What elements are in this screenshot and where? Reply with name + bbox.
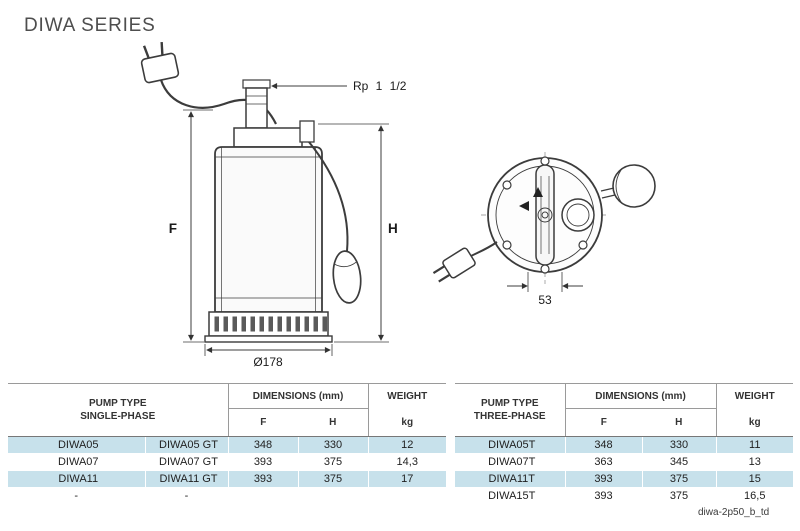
dim-f-cell: 393 <box>564 470 642 488</box>
pump-model-gt-cell: DIWA11 GT <box>144 470 228 488</box>
dim-f-cell: 393 <box>227 453 298 471</box>
pump-model-gt-cell: - <box>144 487 228 505</box>
float-top-view <box>600 164 656 208</box>
table-row: DIWA07T 363 345 13 <box>455 453 793 471</box>
bolts <box>502 156 588 274</box>
handle-top <box>535 164 555 266</box>
weight-header: WEIGHT <box>387 390 428 402</box>
dim-h-cell: 375 <box>297 453 368 471</box>
weight-cell: 15 <box>715 470 793 488</box>
dim-h-cell: 375 <box>641 470 716 488</box>
pump-body <box>214 146 323 313</box>
pump-side-view: F H Rp 1 1/2 Ø178 <box>140 42 407 369</box>
weight-cell <box>367 487 446 505</box>
col-h-header: H <box>298 408 368 437</box>
dim-f-cell: 393 <box>564 487 642 505</box>
document-code: diwa-2p50_b_td <box>698 507 770 518</box>
table-row: DIWA05T 348 330 11 <box>455 436 793 454</box>
pump-cap <box>233 127 303 148</box>
dimension-diameter: Ø178 <box>204 344 333 369</box>
weight-cell: 16,5 <box>715 487 793 505</box>
float-switch <box>332 250 362 304</box>
float-cable <box>308 141 349 252</box>
dimension-53: 53 <box>507 272 583 307</box>
page-title: DIWA SERIES <box>24 15 156 36</box>
dimension-f: F <box>169 109 213 343</box>
pump-base <box>204 335 333 343</box>
pump-model-gt-cell: DIWA07 GT <box>144 453 228 471</box>
pump-model-cell: DIWA15T <box>455 487 565 505</box>
pump-type-header-cell: PUMP TYPE THREE-PHASE <box>455 383 565 437</box>
pump-top-view: 53 <box>432 152 656 307</box>
dim-f-cell <box>227 487 298 505</box>
flow-arrows <box>519 187 543 211</box>
dimension-rp: Rp 1 1/2 <box>271 79 407 93</box>
table-row: DIWA11T 393 375 15 <box>455 470 793 488</box>
subheader-row: F H kg <box>455 408 793 437</box>
table-row: - - <box>8 487 446 505</box>
diameter-label: Ø178 <box>253 355 283 369</box>
dim-h-cell <box>297 487 368 505</box>
subheader-row: F H kg <box>8 408 446 437</box>
discharge-fitting <box>242 79 271 89</box>
dim-h-cell: 330 <box>641 436 716 454</box>
dimensions-header: DIMENSIONS (mm) <box>564 383 717 409</box>
pump-model-cell: DIWA11T <box>455 470 565 488</box>
weight-cell: 12 <box>367 436 446 454</box>
dimensions-header: DIMENSIONS (mm) <box>227 383 369 409</box>
pump-model-cell: DIWA11 <box>8 470 145 488</box>
technical-drawings: F H Rp 1 1/2 Ø178 <box>140 42 656 369</box>
col-f-header: F <box>227 408 298 437</box>
pump-model-cell: DIWA05 <box>8 436 145 454</box>
power-cord-top <box>470 241 498 257</box>
cable-gland <box>299 120 315 143</box>
discharge-pipe <box>245 87 268 129</box>
dim-h-cell: 345 <box>641 453 716 471</box>
pump-type-label: PUMP TYPE <box>480 398 539 409</box>
table-row: DIWA05 DIWA05 GT 348 330 12 <box>8 436 446 454</box>
col-kg-header: kg <box>367 408 446 437</box>
weight-cell: 17 <box>367 470 446 488</box>
pump-model-gt-cell: DIWA05 GT <box>144 436 228 454</box>
dimension-h: H <box>318 123 398 343</box>
group-header-row: PUMP TYPE THREE-PHASE DIMENSIONS (mm) WE… <box>455 383 793 437</box>
spec-tables: PUMP TYPE SINGLE-PHASE DIMENSIONS (mm) W… <box>8 383 793 505</box>
power-plug-top <box>432 247 476 283</box>
dim-h-cell: 330 <box>297 436 368 454</box>
phase-label: SINGLE-PHASE <box>80 411 156 422</box>
col-kg-header: kg <box>715 408 793 437</box>
table-row: DIWA11 DIWA11 GT 393 375 17 <box>8 470 446 488</box>
dim-f-cell: 393 <box>227 470 298 488</box>
pump-model-cell: DIWA05T <box>455 436 565 454</box>
three-phase-table: PUMP TYPE THREE-PHASE DIMENSIONS (mm) WE… <box>455 383 793 505</box>
table-row: DIWA07 DIWA07 GT 393 375 14,3 <box>8 453 446 471</box>
pump-model-cell: DIWA07T <box>455 453 565 471</box>
weight-cell: 13 <box>715 453 793 471</box>
phase-label: THREE-PHASE <box>473 411 546 422</box>
single-phase-table: PUMP TYPE SINGLE-PHASE DIMENSIONS (mm) W… <box>8 383 446 505</box>
power-plug <box>140 42 180 84</box>
pump-model-cell: DIWA07 <box>8 453 145 471</box>
dim-f-cell: 348 <box>564 436 642 454</box>
pump-type-label: PUMP TYPE <box>88 398 147 409</box>
pump-model-cell: - <box>8 487 145 505</box>
dim-f-cell: 363 <box>564 453 642 471</box>
group-header-row: PUMP TYPE SINGLE-PHASE DIMENSIONS (mm) W… <box>8 383 446 437</box>
weight-cell: 11 <box>715 436 793 454</box>
dim-53-label: 53 <box>538 293 552 307</box>
dim-f-cell: 348 <box>227 436 298 454</box>
table-row: DIWA15T 393 375 16,5 <box>455 487 793 505</box>
weight-cell: 14,3 <box>367 453 446 471</box>
col-f-header: F <box>564 408 642 437</box>
pump-type-header-cell: PUMP TYPE SINGLE-PHASE <box>8 383 228 437</box>
dim-h-label: H <box>388 221 398 236</box>
strainer-slots <box>214 316 327 332</box>
dim-h-cell: 375 <box>297 470 368 488</box>
col-h-header: H <box>642 408 716 437</box>
dim-h-cell: 375 <box>641 487 716 505</box>
dim-f-label: F <box>169 221 177 236</box>
weight-header: WEIGHT <box>734 390 775 402</box>
thread-size-label: Rp 1 1/2 <box>353 79 407 93</box>
